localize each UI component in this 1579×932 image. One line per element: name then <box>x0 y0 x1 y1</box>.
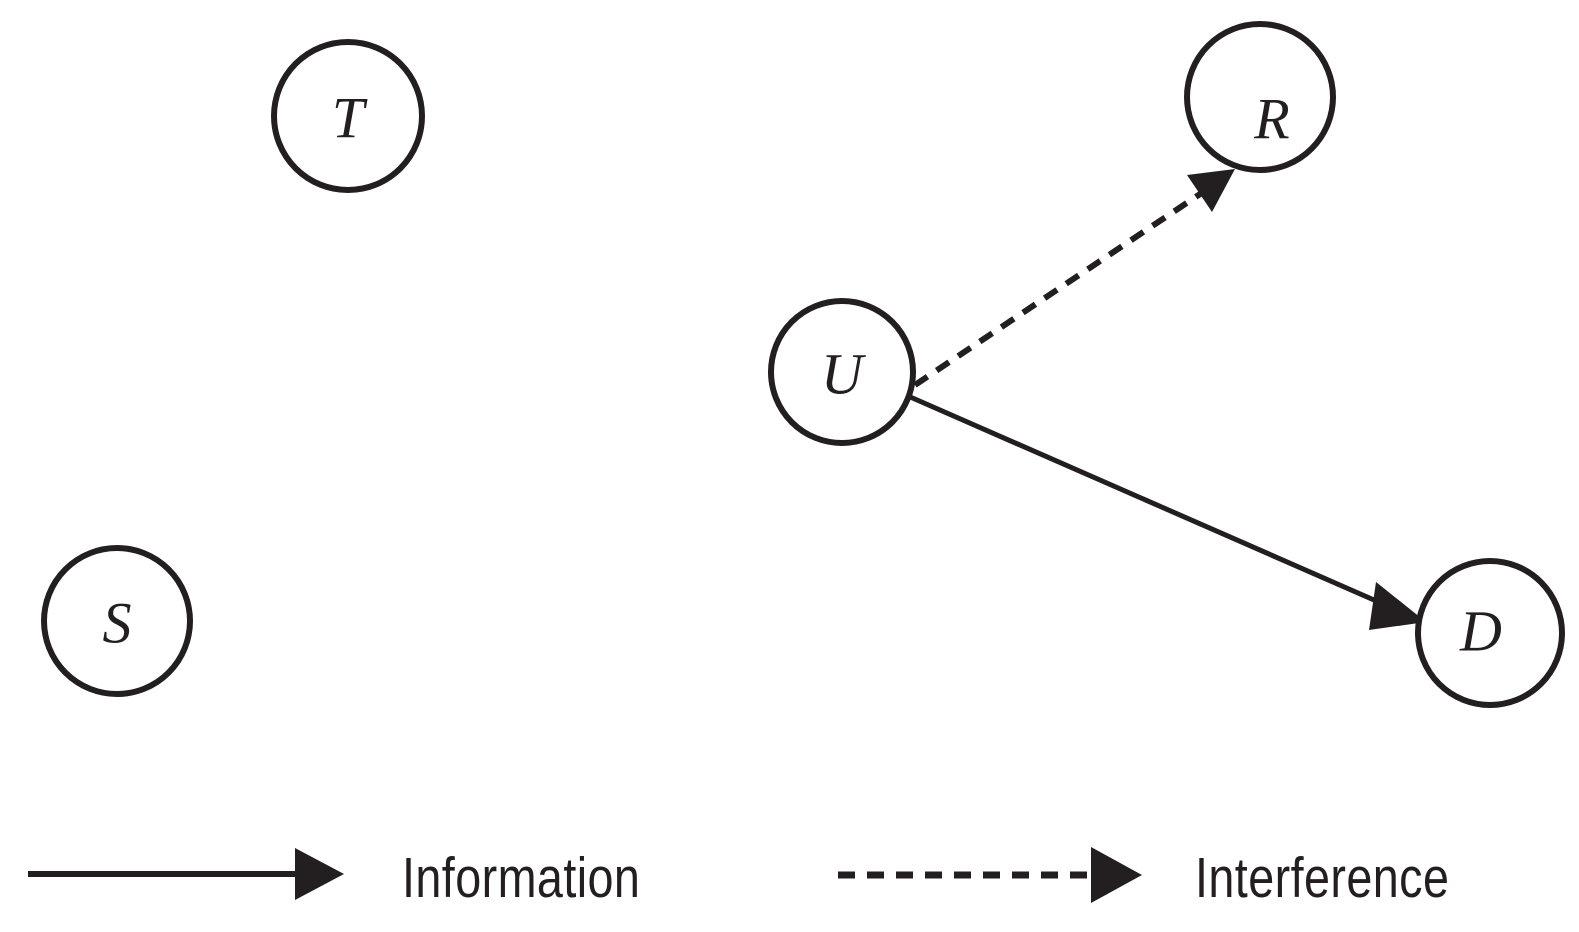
legend-label-information: Information <box>402 846 641 910</box>
node-d-circle <box>1415 558 1565 708</box>
edge-u-to-d-line <box>906 393 1392 610</box>
edge-u-to-d-arrowhead-icon <box>1369 582 1426 630</box>
node-s-label: S <box>103 591 132 656</box>
node-d-label: D <box>1459 599 1502 664</box>
node-t[interactable]: T <box>271 39 425 193</box>
node-u[interactable]: U <box>768 298 916 446</box>
legend-item-information[interactable] <box>28 848 344 900</box>
node-s-circle <box>41 545 193 697</box>
edge-u-to-r-arrowhead-icon <box>1187 169 1235 212</box>
legend-label-interference: Interference <box>1195 846 1450 910</box>
node-t-label: T <box>332 86 368 151</box>
node-d[interactable]: D <box>1415 558 1565 708</box>
legend-item-interference[interactable] <box>838 847 1142 903</box>
edge-u-to-r-line <box>913 183 1214 388</box>
node-r-label: R <box>1253 87 1289 152</box>
legend-information-arrowhead-icon <box>295 848 344 900</box>
node-t-circle <box>271 39 425 193</box>
node-r[interactable]: R <box>1184 21 1336 173</box>
node-r-circle <box>1184 21 1336 173</box>
node-u-label: U <box>821 342 867 407</box>
edge-u-to-r-interference[interactable] <box>913 169 1235 388</box>
node-s[interactable]: S <box>41 545 193 697</box>
legend-interference-arrowhead-icon <box>1091 847 1142 903</box>
node-u-circle <box>768 298 916 446</box>
edge-u-to-d-information[interactable] <box>906 393 1426 630</box>
